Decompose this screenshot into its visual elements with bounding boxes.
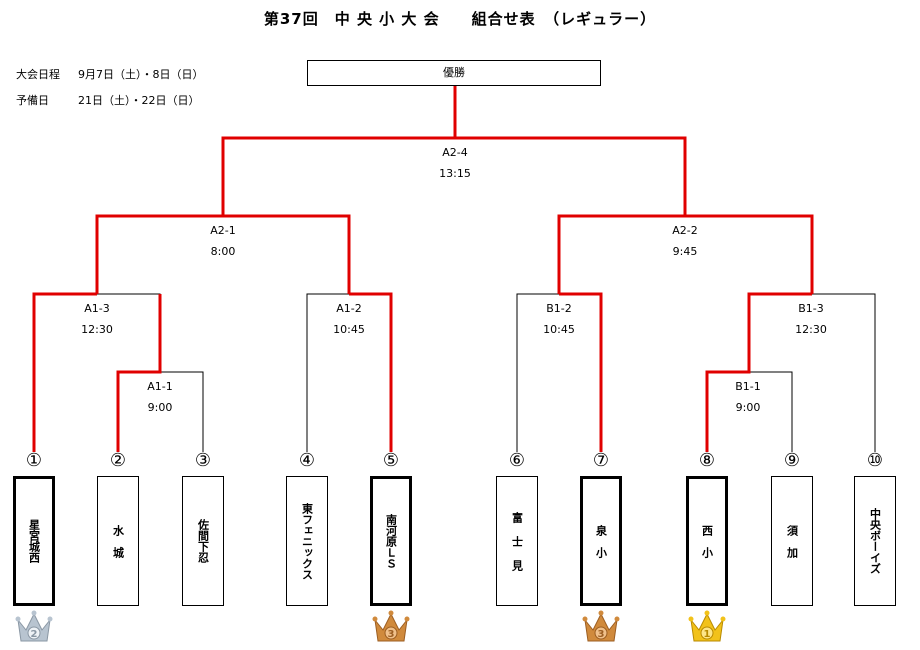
match-id: A2-2: [672, 224, 698, 237]
schedule-value: 9月7日（土）・8日（日）: [78, 68, 204, 81]
match-id: B1-3: [798, 302, 824, 315]
team-number: ⑥: [508, 450, 526, 471]
match-B1-2: B1-2 10:45: [524, 298, 594, 340]
gold-crown-icon: 1: [688, 608, 726, 646]
winner-line: [221, 86, 457, 216]
winner-line: [349, 292, 393, 452]
winner-line: [95, 214, 223, 294]
schedule-row-reserve: 予備日 21日（土）・22日（日）: [16, 92, 200, 108]
winner-line: [559, 292, 603, 452]
team-name: 佐間下忍: [196, 519, 210, 563]
match-time: 10:45: [543, 323, 575, 336]
winner-line: [705, 292, 812, 452]
team-number: ③: [194, 450, 212, 471]
bracket-line: [749, 371, 793, 452]
match-id: B1-2: [546, 302, 572, 315]
match-A1-2: A1-2 10:45: [314, 298, 384, 340]
team-number: ②: [109, 450, 127, 471]
winner-line: [116, 294, 162, 452]
schedule-value: 21日（土）・22日（日）: [78, 94, 200, 107]
match-id: A1-2: [336, 302, 362, 315]
team-name: 中央ボーイズ: [868, 508, 882, 574]
match-A1-1: A1-1 9:00: [125, 376, 195, 418]
team-name: 水 城: [111, 524, 125, 558]
match-time: 8:00: [210, 245, 236, 258]
match-id: A2-4: [442, 146, 468, 159]
team-name: 東フェニックス: [300, 502, 314, 580]
match-time: 9:00: [147, 401, 173, 414]
match-time: 12:30: [81, 323, 113, 336]
team-number: ⑤: [382, 450, 400, 471]
match-id: B1-1: [735, 380, 761, 393]
schedule-row-dates: 大会日程 9月7日（土）・8日（日）: [16, 66, 204, 82]
team-box: 須 加: [771, 476, 813, 606]
schedule-label: 大会日程: [16, 68, 60, 81]
team-number: ④: [298, 450, 316, 471]
winner-line: [32, 292, 97, 452]
champion-box: 優勝: [307, 60, 601, 86]
crown-rank: 1: [704, 629, 711, 640]
bronze-crown-icon: 3: [372, 608, 410, 646]
team-box: 泉 小: [580, 476, 622, 606]
match-A2-1: A2-1 8:00: [188, 220, 258, 262]
match-time: 12:30: [795, 323, 827, 336]
match-id: A2-1: [210, 224, 236, 237]
team-box: 富 士 見: [496, 476, 538, 606]
team-number: ⑦: [592, 450, 610, 471]
match-time: 13:15: [439, 167, 471, 180]
winner-line: [685, 214, 814, 294]
winner-line: [557, 214, 685, 294]
bracket-line: [516, 293, 559, 452]
team-box: 西 小: [686, 476, 728, 606]
match-B1-1: B1-1 9:00: [713, 376, 783, 418]
team-name: 泉 小: [594, 524, 608, 558]
team-box: 南河原ＬＳ: [370, 476, 412, 606]
bronze-crown-icon: 3: [582, 608, 620, 646]
match-time: 10:45: [333, 323, 365, 336]
match-time: 9:45: [672, 245, 698, 258]
crown-rank: 3: [598, 629, 605, 640]
match-A1-3: A1-3 12:30: [62, 298, 132, 340]
match-A2-2: A2-2 9:45: [650, 220, 720, 262]
page-title: 第37回 中 央 小 大 会 組合せ表 （レギュラー）: [263, 10, 657, 28]
winner-line: [455, 136, 687, 216]
team-name: 富 士 見: [510, 511, 524, 571]
match-A2-4: A2-4 13:15: [420, 142, 490, 184]
match-id: A1-1: [147, 380, 173, 393]
team-number: ⑩: [866, 450, 884, 471]
match-B1-3: B1-3 12:30: [776, 298, 846, 340]
silver-crown-icon: 2: [15, 608, 53, 646]
bracket-line: [306, 293, 349, 452]
team-name: 須 加: [785, 524, 799, 558]
schedule-label: 予備日: [16, 94, 49, 107]
bracket-line: [812, 293, 876, 452]
team-box: 中央ボーイズ: [854, 476, 896, 606]
team-number: ⑨: [783, 450, 801, 471]
match-time: 9:00: [735, 401, 761, 414]
team-box: 星宮城西: [13, 476, 55, 606]
winner-line: [223, 214, 351, 294]
team-box: 東フェニックス: [286, 476, 328, 606]
team-name: 南河原ＬＳ: [384, 513, 398, 569]
crown-rank: 3: [388, 629, 395, 640]
team-name: 星宮城西: [27, 519, 41, 563]
team-box: 水 城: [97, 476, 139, 606]
crown-rank: 2: [31, 629, 38, 640]
team-name: 西 小: [700, 524, 714, 558]
match-id: A1-3: [84, 302, 110, 315]
team-box: 佐間下忍: [182, 476, 224, 606]
team-number: ①: [25, 450, 43, 471]
team-number: ⑧: [698, 450, 716, 471]
